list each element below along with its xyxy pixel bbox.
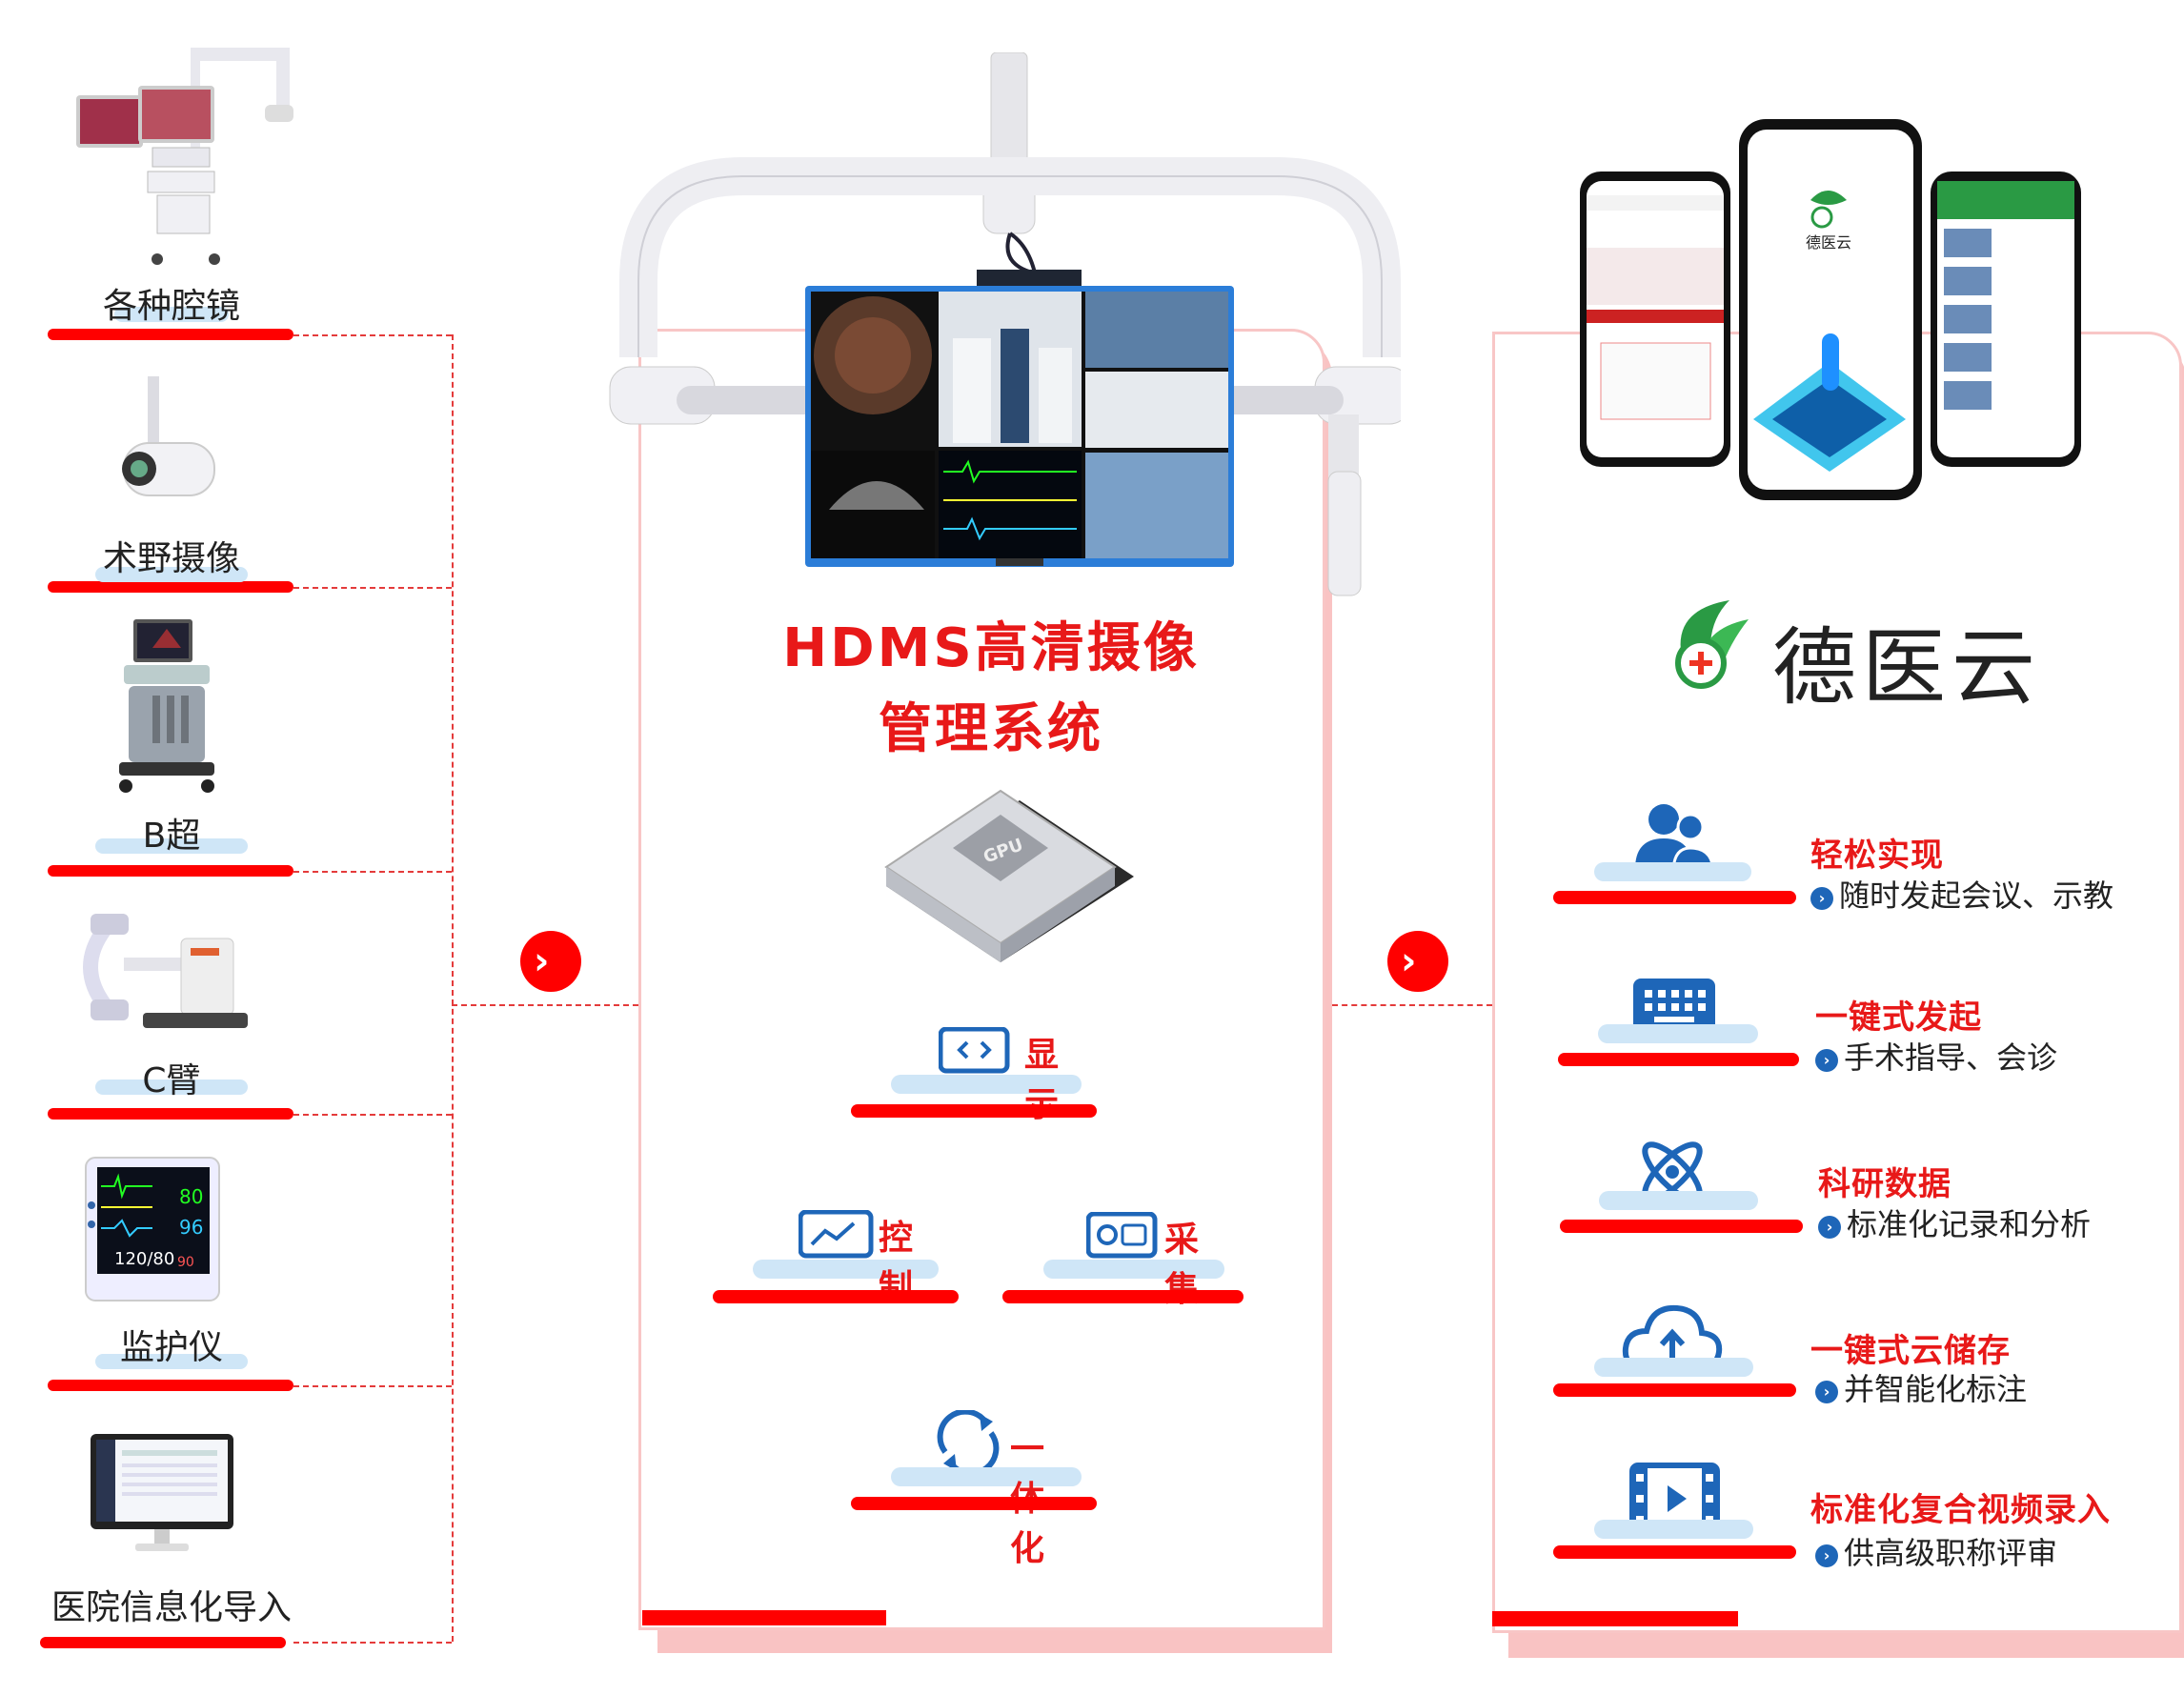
- connector-line: [452, 1004, 638, 1006]
- feature-title: 一键式云储存: [1810, 1332, 2011, 1370]
- feature-bar: [851, 1497, 1097, 1510]
- feature-subtitle: ›手术指导、会诊: [1815, 1034, 2057, 1078]
- connector-line: [293, 587, 452, 589]
- gpu-chip-icon: GPU: [884, 789, 1134, 962]
- feature-subtitle: ›并智能化标注: [1815, 1365, 2027, 1409]
- source-label: 监护仪: [119, 1328, 223, 1367]
- chevron-right-icon: ›: [1815, 1381, 1838, 1403]
- c-arm-icon: [83, 914, 248, 1028]
- feature-highlight: [1594, 1358, 1753, 1377]
- connector-line: [293, 334, 452, 336]
- panel-foot-bar: [642, 1610, 886, 1625]
- keyboard-icon: [1633, 979, 1715, 1032]
- monitor-readout-c: 120/80: [114, 1249, 174, 1269]
- ultrasound-machine-icon: [119, 619, 214, 793]
- feature-bar: [1553, 1383, 1796, 1397]
- feature-subtitle: ›随时发起会议、示教: [1810, 872, 2113, 916]
- patient-monitor-icon: 80 96 120/80 90: [85, 1157, 220, 1302]
- feature-title: 科研数据: [1818, 1165, 1951, 1203]
- feature-bar: [1553, 891, 1796, 904]
- hdms-title-line2: 管理系统: [879, 698, 1103, 760]
- source-bar: [48, 1108, 293, 1120]
- source-bar: [40, 1637, 286, 1648]
- label-highlight: [95, 1354, 248, 1369]
- cloud-upload-icon: [1622, 1304, 1723, 1370]
- flow-arrow-icon: ›: [1387, 931, 1448, 992]
- feature-bar: [713, 1290, 959, 1303]
- connector-line: [293, 1114, 452, 1116]
- label-highlight: [95, 567, 248, 582]
- connector-trunk: [452, 334, 454, 1642]
- feature-highlight: [891, 1075, 1082, 1094]
- source-label: B超: [142, 817, 201, 856]
- source-label: C臂: [142, 1061, 201, 1100]
- feature-title: 一键式发起: [1815, 999, 1982, 1037]
- surgical-camera-icon: [122, 376, 215, 496]
- source-bar: [48, 1380, 293, 1391]
- monitor-readout-a: 80: [179, 1185, 203, 1208]
- label-highlight: [95, 1080, 248, 1095]
- flow-arrow-icon: ›: [520, 931, 581, 992]
- connector-line: [293, 871, 452, 873]
- laparoscope-cart-icon: [76, 48, 293, 265]
- feature-highlight: [891, 1467, 1082, 1486]
- feature-subtitle: ›供高级职称评审: [1815, 1529, 2057, 1573]
- brand-name: 德医云: [1772, 618, 2042, 716]
- hdms-title-line1: HDMS高清摄像: [782, 617, 1200, 679]
- deyiyun-logo-icon: [1675, 600, 1749, 689]
- label-highlight: [114, 307, 229, 322]
- source-bar: [48, 329, 293, 340]
- feature-highlight: [1598, 1024, 1758, 1043]
- sync-cycle-icon: [937, 1410, 1000, 1475]
- feature-label: 一体化: [1010, 1430, 1045, 1568]
- monitor-readout-b: 96: [179, 1216, 203, 1239]
- feature-title: 轻松实现: [1810, 837, 1944, 875]
- feature-highlight: [753, 1260, 939, 1279]
- phone-app-name: 德医云: [1806, 233, 1851, 252]
- chevron-right-icon: ›: [1810, 887, 1833, 910]
- source-bar: [48, 865, 293, 877]
- cloud-panel: [1492, 332, 2182, 1633]
- ceiling-mount-display: [609, 52, 1401, 596]
- mobile-app-phones: 德医云: [1580, 119, 2081, 500]
- feature-subtitle: ›标准化记录和分析: [1818, 1201, 2091, 1244]
- computer-monitor-icon: [91, 1434, 233, 1551]
- chevron-right-icon: ›: [1815, 1544, 1838, 1567]
- feature-highlight: [1594, 1520, 1753, 1539]
- connector-line: [1332, 1004, 1492, 1006]
- feature-bar: [1560, 1220, 1803, 1233]
- users-icon: [1635, 804, 1715, 875]
- feature-highlight: [1043, 1260, 1224, 1279]
- feature-bar: [1553, 1545, 1796, 1559]
- source-label: 术野摄像: [102, 539, 240, 578]
- source-bar: [48, 581, 293, 593]
- chevron-right-icon: ›: [1818, 1216, 1841, 1239]
- connector-line: [293, 1642, 452, 1644]
- source-label: 医院信息化导入: [51, 1588, 292, 1627]
- panel-foot-bar: [1492, 1611, 1738, 1626]
- monitor-readout-d: 90: [177, 1255, 194, 1270]
- feature-highlight: [1594, 862, 1751, 881]
- feature-bar: [1002, 1290, 1244, 1303]
- chevron-right-icon: ›: [1815, 1049, 1838, 1072]
- feature-title: 标准化复合视频录入: [1810, 1491, 2111, 1529]
- label-highlight: [95, 838, 248, 854]
- source-label: 各种腔镜: [102, 287, 240, 326]
- connector-line: [293, 1385, 452, 1387]
- feature-bar: [1558, 1053, 1799, 1066]
- feature-highlight: [1599, 1191, 1758, 1210]
- feature-bar: [851, 1104, 1097, 1118]
